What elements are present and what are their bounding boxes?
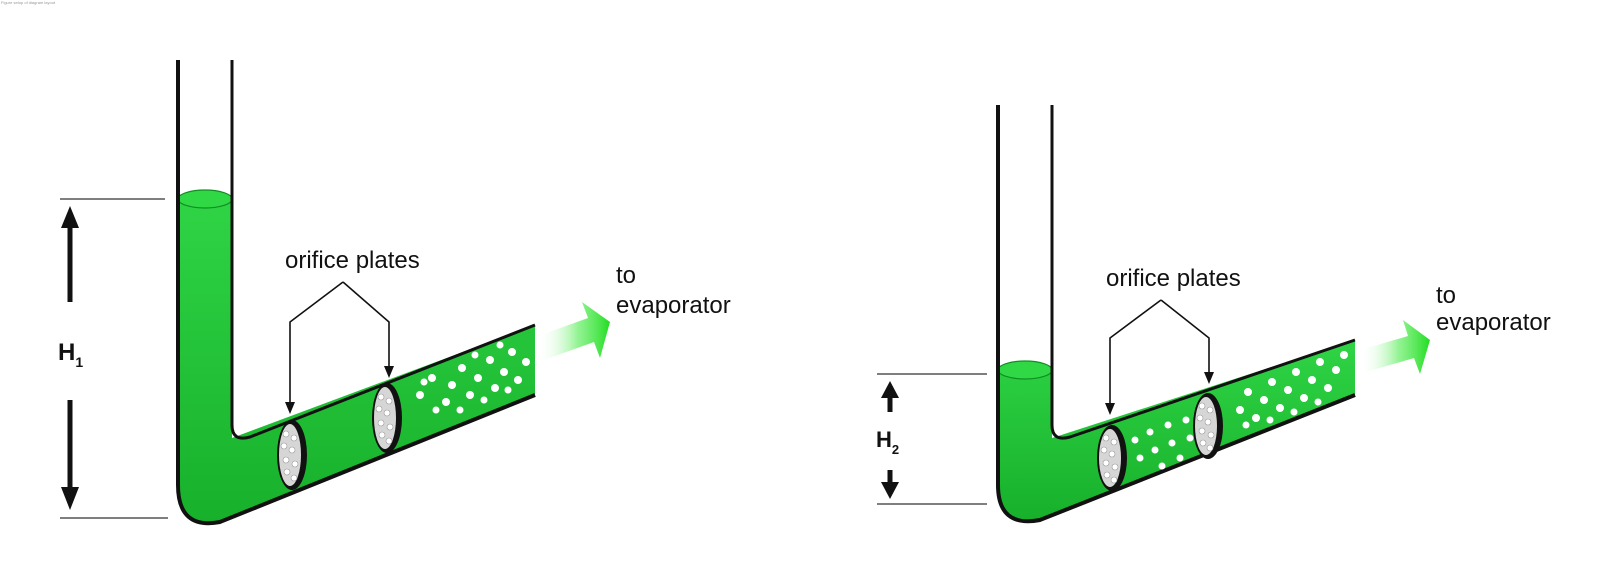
right-leader-arrowhead-2 [1204,372,1214,384]
header-note: Figure setup of diagram layout [1,0,56,5]
left-orifice-plates-label: orifice plates [285,247,420,274]
left-leader-arrowhead-1 [285,402,295,414]
left-height-up-arrow [61,206,79,302]
left-liquid-fill [178,200,535,524]
left-liquid-surface [177,189,233,209]
right-panel: H2 orifice plates to evaporator [876,105,1551,524]
right-liquid-surface [997,360,1053,380]
left-orifice-plate-2 [372,383,402,453]
left-panel: H1 orifice plates to evaporator [58,60,731,526]
right-orifice-plate-1 [1097,425,1127,491]
right-orifice-plates-label: orifice plates [1106,265,1241,292]
right-flow-arrow [1360,320,1430,374]
right-bubbles [1131,351,1348,470]
right-orifice-leader-lines [1109,299,1210,405]
right-leader-arrowhead-1 [1105,403,1115,415]
right-height-label: H2 [876,427,899,457]
left-height-label: H1 [58,339,83,370]
left-height-down-arrow [61,400,79,510]
left-destination-line2: evaporator [616,292,731,319]
left-orifice-plate-1 [277,420,307,490]
right-liquid-fill [998,340,1355,522]
right-destination-line1: to [1436,282,1456,309]
right-pipe-outer-wall [996,105,1356,524]
right-destination-line2: evaporator [1436,309,1551,336]
left-destination-line1: to [616,262,636,289]
left-orifice-leader-lines [289,281,390,405]
left-pipe-outer-wall [176,60,536,526]
left-bubbles [416,341,530,414]
left-leader-arrowhead-2 [384,366,394,378]
right-pipe-inner-wall [1050,105,1356,440]
right-orifice-plate-2 [1193,393,1223,459]
right-height-down-arrow [881,470,899,499]
right-height-up-arrow [881,381,899,412]
left-flow-arrow [538,302,610,360]
left-pipe-inner-wall [230,60,536,440]
